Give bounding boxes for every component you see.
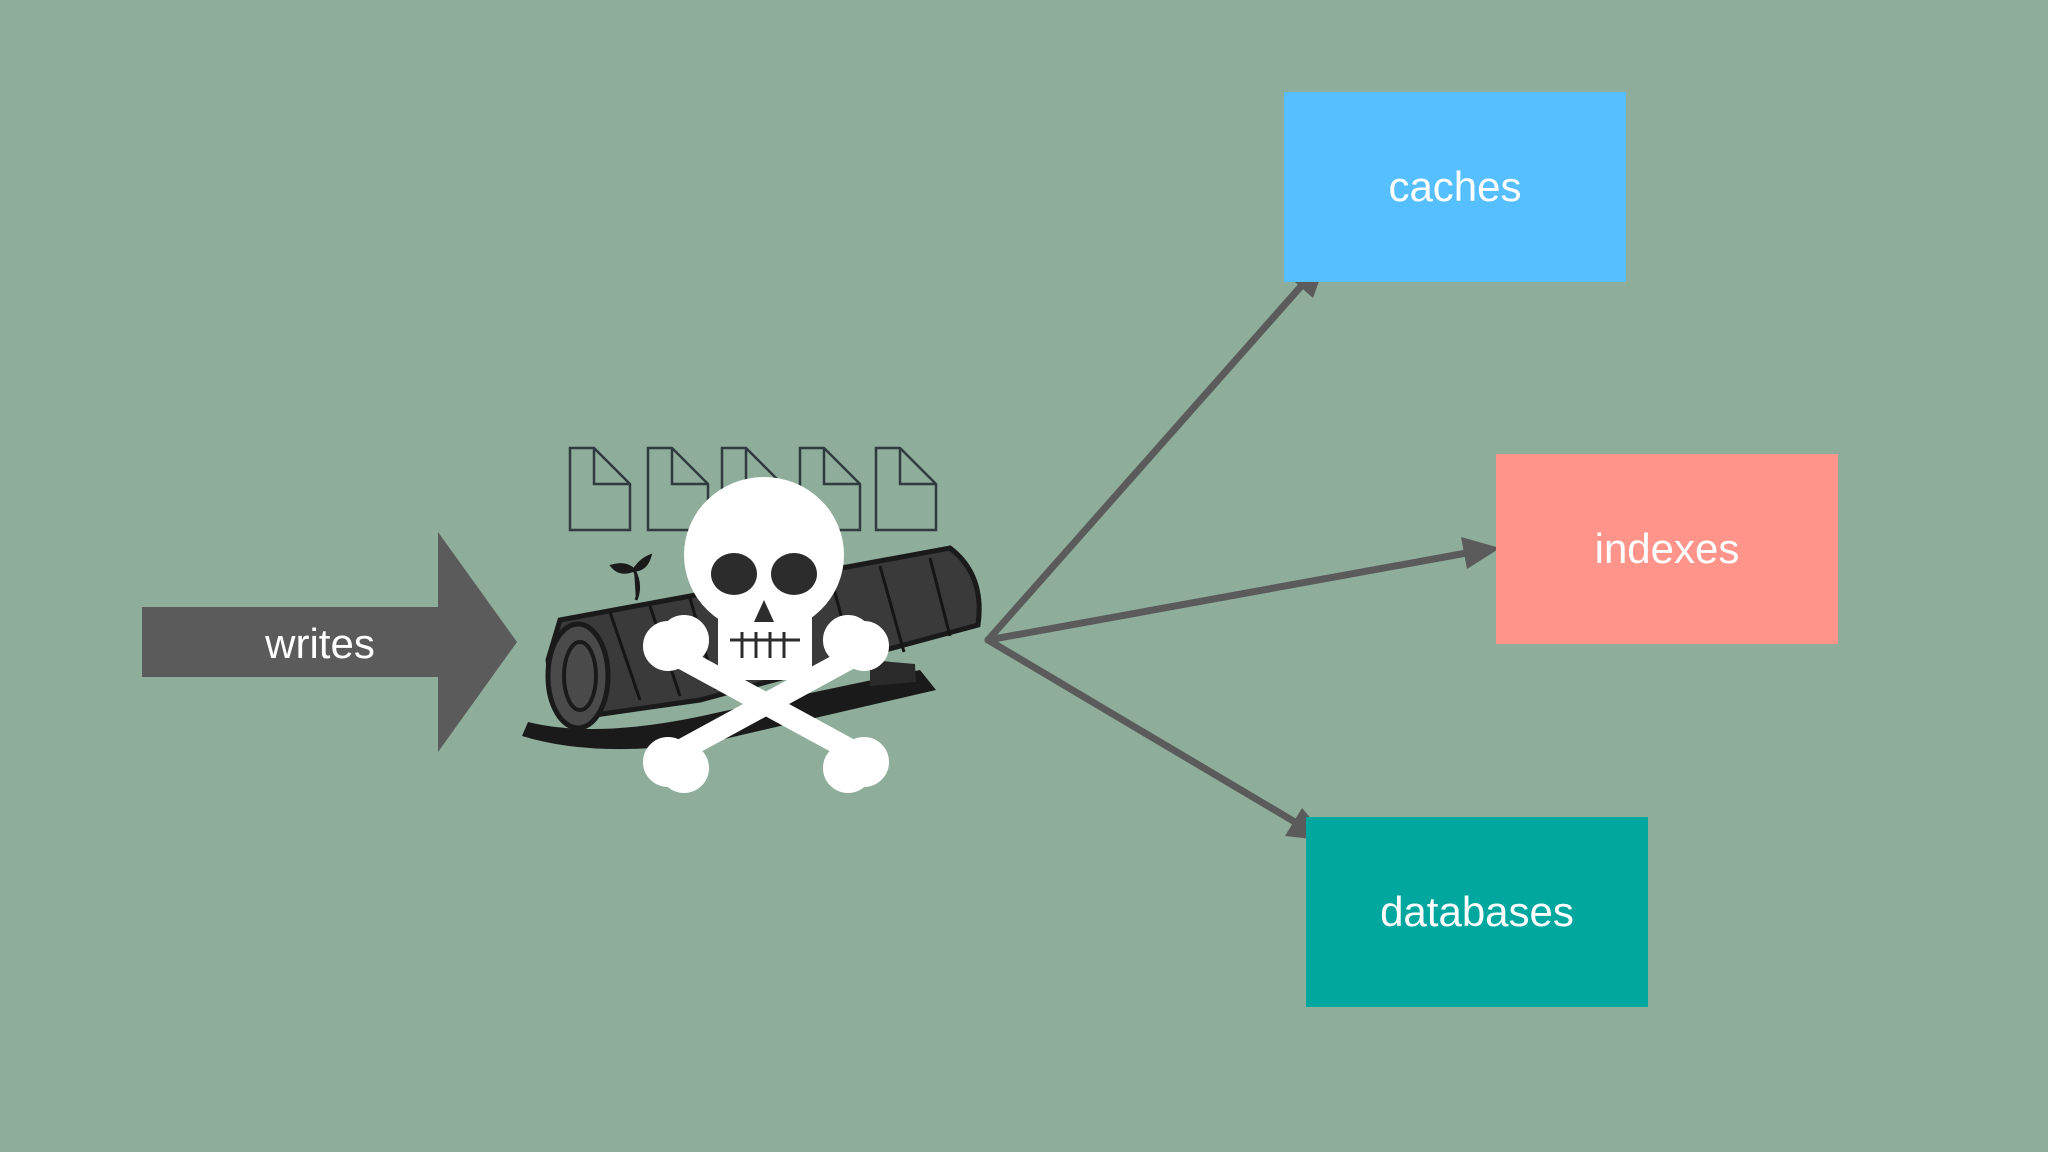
indexes-box: indexes xyxy=(1496,454,1838,644)
arrow-to-caches xyxy=(984,271,1315,644)
file-icon xyxy=(874,446,938,532)
caches-label: caches xyxy=(1388,163,1522,210)
databases-box: databases xyxy=(1306,817,1648,1007)
writes-arrow xyxy=(142,532,517,752)
databases-label: databases xyxy=(1380,888,1574,935)
file-icon xyxy=(568,446,632,532)
arrow-to-databases xyxy=(984,636,1309,832)
output-arrows xyxy=(984,271,1476,832)
arrow-to-indexes xyxy=(984,548,1476,644)
indexes-label: indexes xyxy=(1594,525,1740,572)
caches-box: caches xyxy=(1284,92,1626,282)
arrowhead-indexes xyxy=(1461,537,1500,569)
skull-and-crossbones-icon xyxy=(643,477,889,793)
writes-label: writes xyxy=(265,620,375,667)
